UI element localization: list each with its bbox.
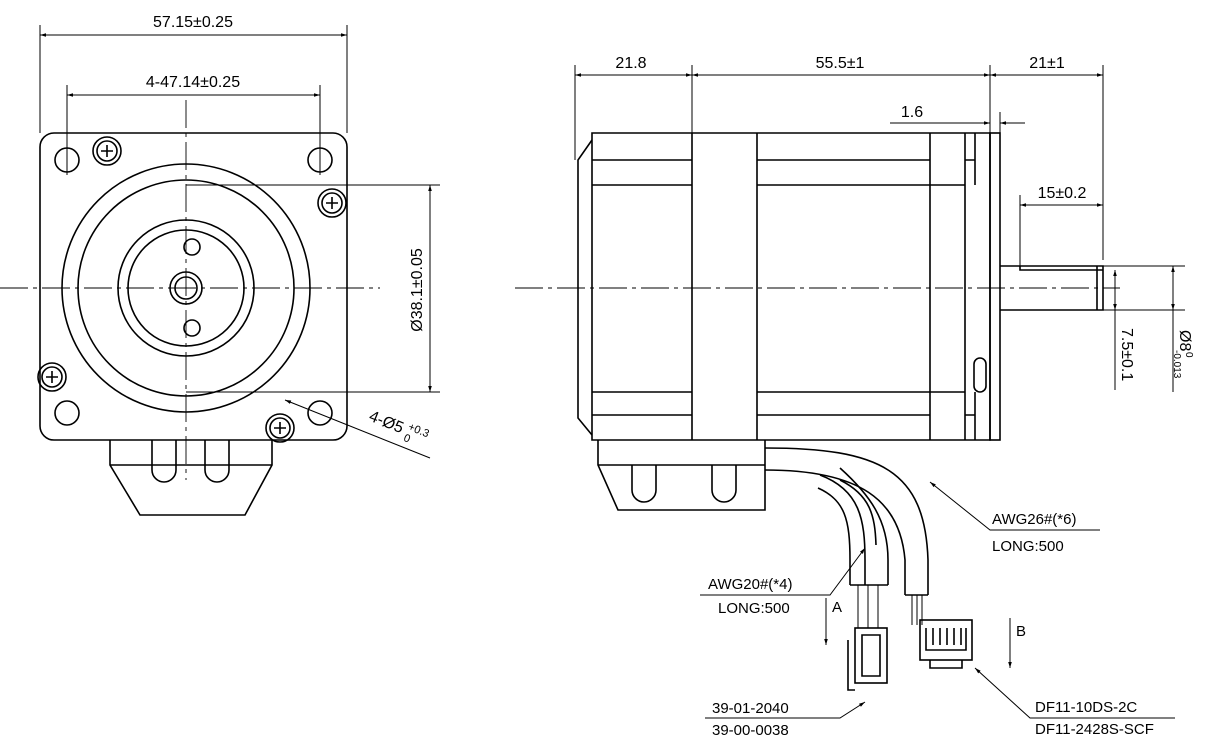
- hole-spacing-dim: 4-47.14±0.25: [146, 74, 240, 91]
- view-a-label: A: [832, 599, 842, 616]
- encoder-connector-2: DF11-2428S-SCF: [1035, 721, 1154, 738]
- front-connector: [109, 440, 273, 516]
- front-flange-side: [577, 139, 593, 436]
- width-dim: 57.15±0.25: [153, 14, 233, 31]
- cables: [764, 447, 973, 691]
- power-connector-1: 39-01-2040: [712, 700, 789, 717]
- mounting-holes: [54, 147, 333, 426]
- view-b-label: B: [1016, 623, 1026, 640]
- connector-a: [854, 627, 888, 684]
- svg-text:4-Ø5: 4-Ø5: [367, 408, 406, 437]
- flat-depth-dim: 7.5±0.1: [1118, 328, 1135, 381]
- side-view: 21.8 55.5±1 21±1 1.6 15±0.2 7.5±0.1 Ø8 0…: [515, 55, 1194, 739]
- plate-dim: 1.6: [901, 104, 923, 121]
- svg-text:-0.013: -0.013: [1171, 350, 1182, 379]
- connector-b: [919, 619, 973, 661]
- pilot-dim: Ø38.1±0.05: [409, 248, 426, 332]
- shaft-length-dim: 21±1: [1029, 55, 1065, 72]
- flange-dim: 21.8: [615, 55, 646, 72]
- svg-text:0: 0: [402, 432, 412, 445]
- svg-text:0: 0: [1183, 352, 1194, 358]
- encoder-connector-1: DF11-10DS-2C: [1035, 699, 1137, 716]
- svg-text:Ø8: Ø8: [1176, 330, 1193, 351]
- flat-dim: 15±0.2: [1038, 185, 1087, 202]
- front-flange: [39, 132, 348, 441]
- power-wire-label: AWG20#(*4): [708, 576, 792, 593]
- front-view: 57.15±0.25 4-47.14±0.25 Ø38.1±0.05 4-Ø5 …: [0, 14, 440, 516]
- shaft-dia-dim: Ø8 0 -0.013: [1171, 330, 1194, 379]
- power-length-label: LONG:500: [718, 600, 790, 617]
- side-connector: [597, 440, 766, 511]
- encoder-length-label: LONG:500: [992, 538, 1064, 555]
- encoder-wire-label: AWG26#(*6): [992, 511, 1076, 528]
- rear-plate: [989, 132, 1001, 441]
- screw-icons: [37, 136, 347, 443]
- power-connector-2: 39-00-0038: [712, 722, 789, 739]
- body-dim: 55.5±1: [816, 55, 865, 72]
